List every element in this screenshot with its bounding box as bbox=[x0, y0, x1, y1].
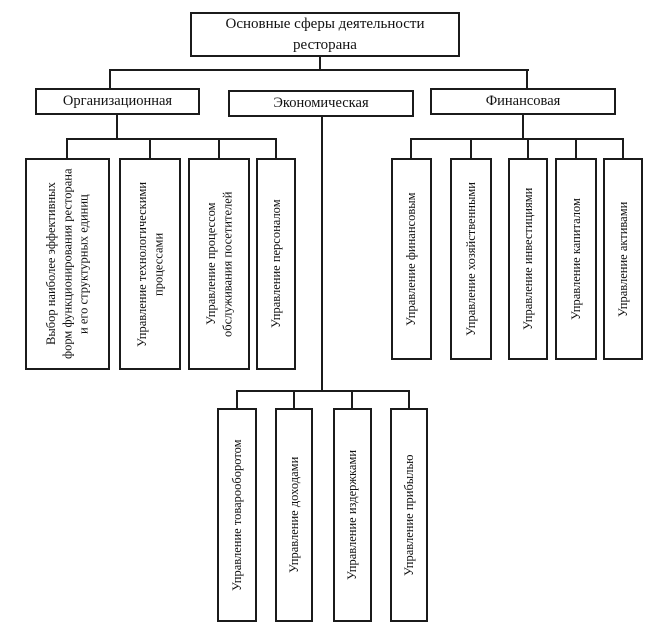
child-label: Управление финансовым bbox=[404, 192, 419, 326]
child-box-fin-2: Управление хозяйственными bbox=[450, 158, 492, 360]
child-label: Управление прибылью bbox=[401, 454, 416, 576]
branch-box-financial: Финансовая bbox=[430, 88, 616, 115]
connector-fin-child1 bbox=[410, 140, 412, 158]
connector-org-bar bbox=[66, 138, 277, 140]
child-label: Управление издержками bbox=[345, 449, 360, 581]
child-box-eco-2: Управление доходами bbox=[275, 408, 313, 622]
connector-eco-down bbox=[321, 117, 323, 390]
connector-eco-child1 bbox=[236, 392, 238, 408]
child-box-fin-1: Управление финансовым bbox=[391, 158, 432, 360]
child-box-eco-4: Управление прибылью bbox=[390, 408, 428, 622]
branch-box-organizational: Организационная bbox=[35, 88, 200, 115]
child-box-fin-5: Управление активами bbox=[603, 158, 643, 360]
child-label: Управление процессом обслуживания посети… bbox=[203, 191, 234, 337]
connector-org-stub bbox=[109, 69, 111, 88]
connector-eco-child3 bbox=[351, 392, 353, 408]
connector-fin-bar bbox=[410, 138, 624, 140]
connector-eco-bar bbox=[236, 390, 410, 392]
child-label: Выбор наиболее эффективных форм функцион… bbox=[44, 168, 91, 360]
connector-fin-child3 bbox=[527, 140, 529, 158]
branch-box-economic: Экономическая bbox=[228, 90, 414, 117]
connector-fin-child5 bbox=[622, 140, 624, 158]
connector-fin-child2 bbox=[470, 140, 472, 158]
connector-org-child3 bbox=[218, 140, 220, 158]
connector-fin-down bbox=[522, 115, 524, 138]
connector-fin-stub bbox=[526, 69, 528, 88]
child-box-org-1: Выбор наиболее эффективных форм функцион… bbox=[25, 158, 110, 370]
child-box-org-4: Управление персоналом bbox=[256, 158, 296, 370]
connector-root-stub bbox=[319, 57, 321, 70]
connector-org-down bbox=[116, 115, 118, 138]
connector-main-bar bbox=[109, 69, 529, 71]
child-label: Управление активами bbox=[615, 201, 630, 317]
child-label: Управление доходами bbox=[286, 456, 301, 574]
connector-fin-child4 bbox=[575, 140, 577, 158]
connector-eco-child2 bbox=[293, 392, 295, 408]
child-label: Управление инвестициями bbox=[520, 187, 535, 331]
connector-org-child1 bbox=[66, 140, 68, 158]
child-label: Управление хозяйственными bbox=[463, 182, 478, 336]
child-box-eco-3: Управление издержками bbox=[333, 408, 372, 622]
child-box-fin-3: Управление инвестициями bbox=[508, 158, 548, 360]
child-label: Управление капиталом bbox=[568, 198, 583, 320]
connector-org-child4 bbox=[275, 140, 277, 158]
child-box-org-3: Управление процессом обслуживания посети… bbox=[188, 158, 250, 370]
child-label: Управление персоналом bbox=[268, 199, 283, 329]
child-label: Управление технологическими процессами bbox=[134, 181, 165, 347]
connector-eco-child4 bbox=[408, 392, 410, 408]
child-label: Управление товарооборотом bbox=[229, 439, 244, 591]
child-box-eco-1: Управление товарооборотом bbox=[217, 408, 257, 622]
child-box-fin-4: Управление капиталом bbox=[555, 158, 597, 360]
connector-org-child2 bbox=[149, 140, 151, 158]
root-box: Основные сферы деятельности ресторана bbox=[190, 12, 460, 57]
child-box-org-2: Управление технологическими процессами bbox=[119, 158, 181, 370]
